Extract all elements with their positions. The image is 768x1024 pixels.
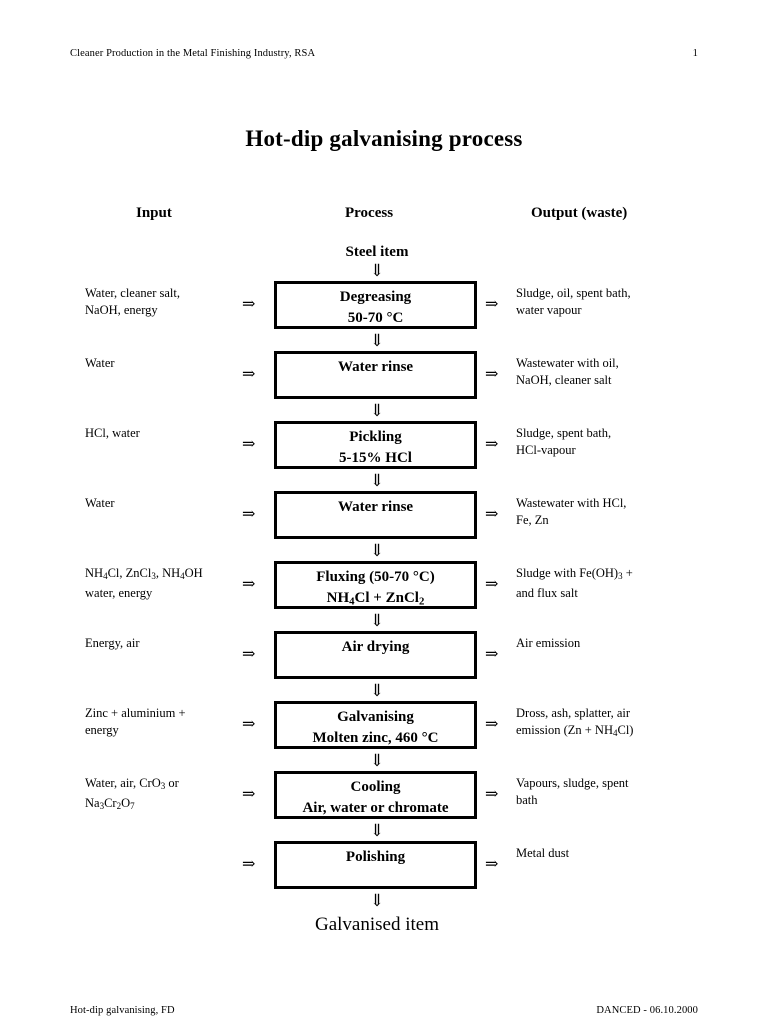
down-arrow-icon: ⇓ bbox=[369, 751, 385, 770]
process-row: Water, cleaner salt,NaOH, energy ⇒ Degreas… bbox=[0, 281, 768, 331]
down-arrow-icon: ⇓ bbox=[369, 331, 385, 350]
output-text: Wastewater with HCl,Fe, Zn bbox=[516, 496, 627, 527]
footer-left: Hot-dip galvanising, FD bbox=[70, 1005, 175, 1016]
output-text: Air emission bbox=[516, 636, 581, 650]
input-arrow-icon: ⇒ bbox=[242, 646, 256, 663]
input-text: Water bbox=[85, 356, 115, 370]
down-arrow-icon: ⇓ bbox=[369, 541, 385, 560]
output-text: Sludge, spent bath,HCl-vapour bbox=[516, 426, 612, 457]
process-box[interactable]: Polishing bbox=[274, 841, 477, 889]
down-arrow-icon: ⇓ bbox=[369, 261, 385, 280]
output-text: Wastewater with oil,NaOH, cleaner salt bbox=[516, 356, 619, 387]
process-box-line: 5-15% HCl bbox=[339, 450, 412, 466]
output-arrow-icon: ⇒ bbox=[485, 576, 499, 593]
column-header-output: Output (waste) bbox=[531, 205, 628, 221]
process-box-line: Degreasing bbox=[339, 289, 412, 305]
process-box[interactable]: Water rinse bbox=[274, 491, 477, 539]
input-arrow-icon: ⇒ bbox=[242, 786, 256, 803]
process-box-line: Polishing bbox=[345, 849, 406, 865]
page-title: Hot-dip galvanising process bbox=[245, 126, 523, 151]
process-row: HCl, water ⇒ Pickling 5-15% HCl ⇒ Sludge, spe… bbox=[0, 421, 768, 471]
input-text: Water, cleaner salt,NaOH, energy bbox=[85, 286, 180, 317]
process-flow-diagram: Steel item⇓Water, cleaner salt,NaOH, ene… bbox=[0, 243, 768, 937]
output-arrow-icon: ⇒ bbox=[485, 646, 499, 663]
input-arrow-icon: ⇒ bbox=[242, 506, 256, 523]
output-text: Sludge, oil, spent bath,water vapour bbox=[516, 286, 631, 317]
process-box-line: Cooling bbox=[350, 779, 401, 795]
output-text: Metal dust bbox=[516, 846, 570, 860]
process-box-line: Molten zinc, 460 °C bbox=[312, 730, 439, 746]
process-box-line: 50-70 °C bbox=[347, 310, 404, 326]
footer-right: DANCED - 06.10.2000 bbox=[596, 1005, 698, 1016]
input-text: Water bbox=[85, 496, 115, 510]
output-arrow-icon: ⇒ bbox=[485, 506, 499, 523]
process-row: Water ⇒ Water rinse ⇒ Wastewater with oil,Na… bbox=[0, 351, 768, 401]
process-row: Water ⇒ Water rinse ⇒ Wastewater with HCl,Fe… bbox=[0, 491, 768, 541]
input-arrow-icon: ⇒ bbox=[242, 576, 256, 593]
output-arrow-icon: ⇒ bbox=[485, 786, 499, 803]
down-arrow-icon: ⇓ bbox=[369, 401, 385, 420]
header-title: Cleaner Production in the Metal Finishin… bbox=[70, 48, 316, 59]
output-arrow-icon: ⇒ bbox=[485, 716, 499, 733]
input-arrow-icon: ⇒ bbox=[242, 716, 256, 733]
output-arrow-icon: ⇒ bbox=[485, 436, 499, 453]
input-text: Energy, air bbox=[85, 636, 140, 650]
input-arrow-icon: ⇒ bbox=[242, 366, 256, 383]
down-arrow-icon: ⇓ bbox=[369, 891, 385, 910]
column-headers: Input Process Output (waste) bbox=[0, 205, 768, 225]
process-row: Energy, air ⇒ Air drying ⇒ Air emission bbox=[0, 631, 768, 681]
down-arrow-icon: ⇓ bbox=[369, 611, 385, 630]
flow-end-label: Galvanised item bbox=[315, 914, 439, 935]
process-box-line: Water rinse bbox=[337, 499, 414, 515]
process-box-line: Pickling bbox=[349, 429, 402, 445]
process-box[interactable]: Fluxing (50-70 °C) NH4Cl + ZnCl2 bbox=[274, 561, 477, 609]
down-arrow-icon: ⇓ bbox=[369, 821, 385, 840]
process-box[interactable]: Pickling 5-15% HCl bbox=[274, 421, 477, 469]
page-number: 1 bbox=[692, 48, 698, 59]
process-box-line: Galvanising bbox=[337, 709, 414, 725]
running-footer: Hot-dip galvanising, FD DANCED - 06.10.2… bbox=[70, 1005, 698, 1016]
running-header: Cleaner Production in the Metal Finishin… bbox=[70, 48, 698, 59]
input-arrow-icon: ⇒ bbox=[242, 296, 256, 313]
column-header-input: Input bbox=[136, 205, 172, 221]
input-arrow-icon: ⇒ bbox=[242, 856, 256, 873]
process-box-line: NH4Cl + ZnCl2 bbox=[326, 590, 425, 608]
output-arrow-icon: ⇒ bbox=[485, 856, 499, 873]
input-text: HCl, water bbox=[85, 426, 140, 440]
process-box-line: Air drying bbox=[341, 639, 410, 655]
process-box-line: Air, water or chromate bbox=[302, 800, 449, 816]
flow-start-label: Steel item bbox=[345, 244, 409, 260]
column-header-process: Process bbox=[345, 205, 394, 221]
input-text: Zinc + aluminium +energy bbox=[85, 706, 186, 737]
process-box-line: Water rinse bbox=[337, 359, 414, 375]
process-box[interactable]: Degreasing 50-70 °C bbox=[274, 281, 477, 329]
input-arrow-icon: ⇒ bbox=[242, 436, 256, 453]
process-row: ⇒ Polishing ⇒ Metal dust bbox=[0, 841, 768, 891]
process-box[interactable]: Water rinse bbox=[274, 351, 477, 399]
down-arrow-icon: ⇓ bbox=[369, 471, 385, 490]
process-box[interactable]: Air drying bbox=[274, 631, 477, 679]
process-box-line: Fluxing (50-70 °C) bbox=[316, 569, 435, 585]
output-arrow-icon: ⇒ bbox=[485, 366, 499, 383]
output-arrow-icon: ⇒ bbox=[485, 296, 499, 313]
down-arrow-icon: ⇓ bbox=[369, 681, 385, 700]
output-text: Sludge with Fe(OH)3 +and flux salt bbox=[516, 566, 633, 600]
